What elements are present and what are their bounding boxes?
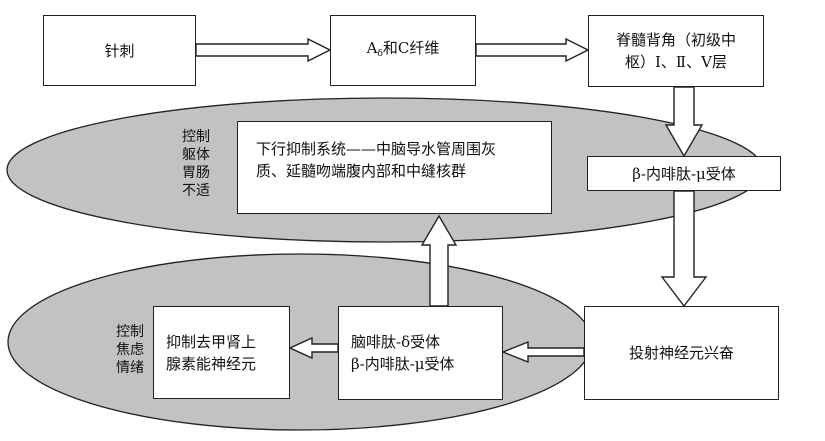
acupuncture-label: 针刺 bbox=[104, 41, 135, 60]
upper-side-label: 控制 躯体 胃肠 不适 bbox=[174, 128, 218, 200]
descending-line-1: 下行抑制系统——中脑导水管周围灰 bbox=[256, 140, 497, 158]
lower-label-2: 焦虑 bbox=[116, 342, 144, 358]
arrow-dorsal-horn-to-receptor bbox=[664, 86, 704, 158]
dorsal-horn-line-1: 脊髓背角（初级中 bbox=[615, 31, 736, 49]
upper-label-2: 躯体 bbox=[182, 147, 210, 163]
upper-label-3: 胃肠 bbox=[182, 165, 210, 181]
upper-label-1: 控制 bbox=[182, 129, 210, 145]
dorsal-horn-node: 脊髓背角（初级中 枢）Ⅰ、Ⅱ、Ⅴ层 bbox=[588, 15, 764, 87]
brain-receptor-line-1: 脑啡肽-δ受体 bbox=[351, 333, 441, 351]
lower-side-label: 控制 焦虑 情绪 bbox=[108, 323, 152, 377]
norepinephrine-node: 抑制去甲肾上 腺素能神经元 bbox=[153, 306, 290, 399]
descending-system-node: 下行抑制系统——中脑导水管周围灰 质、延髓吻端腹内部和中缝核群 bbox=[237, 121, 552, 214]
arrow-projection-to-brain-receptor bbox=[501, 340, 585, 364]
norepinephrine-line-2: 腺素能神经元 bbox=[166, 354, 257, 373]
arrow-brain-receptor-to-descending bbox=[420, 214, 458, 307]
projection-neuron-node: 投射神经元兴奋 bbox=[584, 306, 779, 400]
brain-receptor-line-2: β-内啡肽-μ受体 bbox=[351, 355, 455, 373]
arrow-receptor-to-projection bbox=[660, 190, 708, 308]
dorsal-horn-line-2: 枢）Ⅰ、Ⅱ、Ⅴ层 bbox=[625, 53, 727, 71]
arrow-fibers-to-dorsal-horn bbox=[475, 37, 590, 63]
lower-ellipse bbox=[7, 253, 593, 431]
projection-neuron-label: 投射神经元兴奋 bbox=[628, 344, 734, 362]
fiber-node: Aδ和C纤维 bbox=[330, 15, 476, 86]
arrow-brain-receptor-to-norepinephrine bbox=[288, 336, 339, 360]
norepinephrine-line-1: 抑制去甲肾上 bbox=[166, 332, 257, 351]
upper-label-4: 不适 bbox=[182, 183, 210, 199]
beta-mu-receptor-node: β-内啡肽-μ受体 bbox=[587, 156, 781, 191]
lower-label-1: 控制 bbox=[116, 324, 144, 340]
beta-mu-receptor-label: β-内啡肽-μ受体 bbox=[632, 164, 736, 183]
acupuncture-node: 针刺 bbox=[43, 15, 196, 86]
brain-receptor-node: 脑啡肽-δ受体 β-内啡肽-μ受体 bbox=[338, 306, 503, 400]
lower-label-3: 情绪 bbox=[116, 360, 144, 376]
fiber-label: Aδ和C纤维 bbox=[366, 38, 440, 59]
arrow-acupuncture-to-fibers bbox=[195, 37, 332, 63]
descending-line-2: 质、延髓吻端腹内部和中缝核群 bbox=[256, 162, 467, 180]
